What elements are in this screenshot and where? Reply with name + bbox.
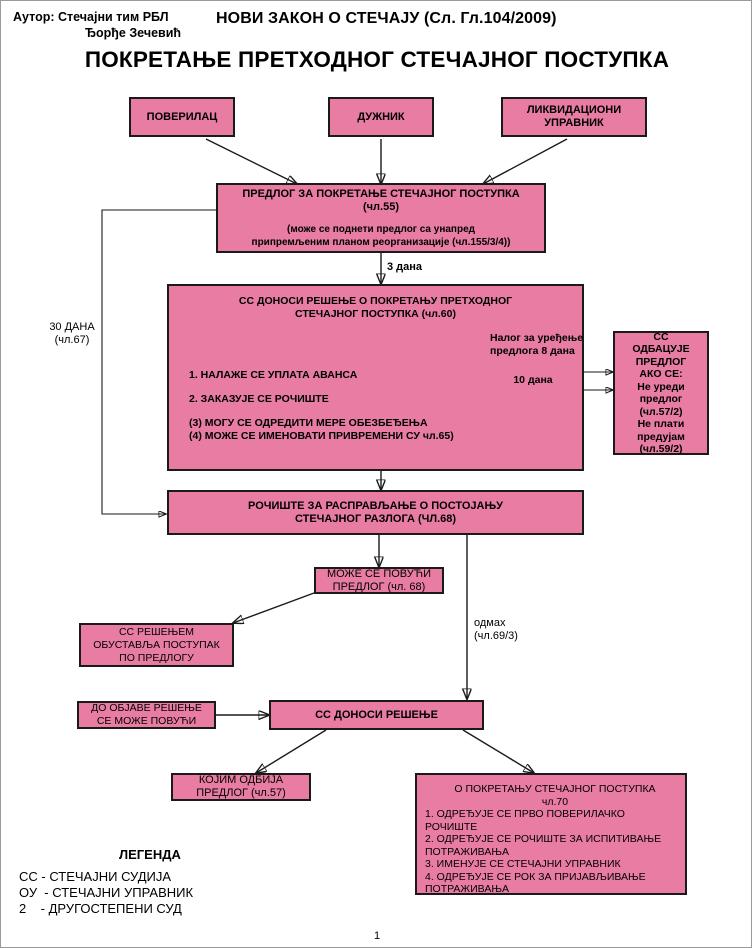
- suspend-line-3: ПО ПРЕДЛОГУ: [119, 651, 194, 664]
- author-credit: Аутор: Стечајни тим РБЛ Ђорђе Зечевић: [13, 9, 243, 41]
- node-proposal-rejected[interactable]: СС ОДБАЦУЈЕ ПРЕДЛОГ АКО СЕ: Не уреди пре…: [613, 331, 709, 455]
- withdraw-line-1: МОЖЕ СЕ ПОВУЋИ: [326, 567, 432, 580]
- suspend-line-1: СС РЕШЕЊЕМ: [118, 625, 195, 638]
- node-creditor-label: ПОВЕРИЛАЦ: [146, 110, 218, 123]
- hearing-line-2: СТЕЧАЈНОГ РАЗЛОГА (ЧЛ.68): [294, 512, 457, 525]
- legend-entries: СС - СТЕЧАЈНИ СУДИЈА ОУ - СТЕЧАЈНИ УПРАВ…: [19, 869, 194, 916]
- dismiss-line-2: ПРЕДЛОГ (чл.57): [196, 787, 286, 799]
- decision-note-line-3: 10 дана: [513, 374, 553, 386]
- node-hearing-on-bankruptcy-reason[interactable]: РОЧИШТЕ ЗА РАСПРАВЉАЊЕ О ПОСТОЈАЊУ СТЕЧА…: [167, 490, 584, 535]
- node-dismiss-proposal[interactable]: КОЈИМ ОДБИЈА ПРЕДЛОГ (чл.57): [171, 773, 311, 801]
- page-title: ПОКРЕТАЊЕ ПРЕТХОДНОГ СТЕЧАЈНОГ ПОСТУПКА: [84, 47, 670, 72]
- reject-line-5: Не уреди: [637, 380, 685, 393]
- hearing-line-1: РОЧИШТЕ ЗА РАСПРАВЉАЊЕ О ПОСТОЈАЊУ: [248, 499, 503, 512]
- decision-item-1: 1. НАЛАЖЕ СЕ УПЛАТА АВАНСА: [189, 369, 358, 381]
- author-line-2: Ђорђе Зечевић: [84, 26, 182, 40]
- reject-line-6: предлог: [639, 393, 683, 405]
- reject-line-10: (чл.59/2): [639, 443, 683, 455]
- decision-item-4: (4) МОЖЕ СЕ ИМЕНОВАТИ ПРИВРЕМЕНИ СУ чл.6…: [189, 430, 454, 442]
- decision-note-line-2: предлога 8 дана: [490, 345, 575, 357]
- node-liquidator-line-1: ЛИКВИДАЦИОНИ: [526, 104, 622, 116]
- ruling-label: СС ДОНОСИ РЕШЕЊЕ: [315, 708, 438, 721]
- edge-label-thirty-days-line-2: (чл.67): [54, 334, 90, 346]
- open-item-4a: 4. ОДРЕЂУЈЕ СЕ РОК ЗА ПРИЈАВЉИВАЊЕ: [425, 870, 646, 883]
- proposal-line-1: ПРЕДЛОГ ЗА ПОКРЕТАЊЕ СТЕЧАЈНОГ ПОСТУПКА: [242, 187, 520, 200]
- open-item-3: 3. ИМЕНУЈЕ СЕ СТЕЧАЈНИ УПРАВНИК: [425, 858, 621, 870]
- reject-line-4: АКО СЕ:: [639, 368, 683, 380]
- open-title-line-1: О ПОКРЕТАЊУ СТЕЧАЈНОГ ПОСТУПКА: [454, 783, 656, 795]
- withdraw-line-2: ПРЕДЛОГ (чл. 68): [332, 580, 426, 593]
- reject-line-9: предујам: [637, 430, 685, 443]
- node-liquidation-administrator[interactable]: ЛИКВИДАЦИОНИ УПРАВНИК: [501, 97, 647, 137]
- node-court-issues-ruling[interactable]: СС ДОНОСИ РЕШЕЊЕ: [269, 700, 484, 730]
- page-number: 1: [373, 930, 381, 942]
- proposal-line-2: (чл.55): [363, 200, 399, 213]
- legend-title: ЛЕГЕНДА: [119, 847, 181, 862]
- edge-label-three-days: 3 дана: [387, 261, 423, 273]
- decision-items: 1. НАЛАЖЕ СЕ УПЛАТА АВАНСА 2. ЗАКАЗУЈЕ С…: [189, 369, 489, 443]
- open-item-1b: РОЧИШТЕ: [425, 820, 478, 833]
- reject-line-3: ПРЕДЛОГ: [635, 355, 687, 368]
- law-reference: НОВИ ЗАКОН О СТЕЧАЈУ (Сл. Гл.104/2009): [216, 10, 557, 27]
- until-publish-line-2: СЕ МОЖЕ ПОВУЋИ: [96, 715, 197, 727]
- edge-label-thirty-days-line-1: 30 ДАНА: [49, 321, 95, 333]
- proposal-line-3: (може се поднети предлог са унапред: [286, 223, 475, 235]
- node-debtor[interactable]: ДУЖНИК: [328, 97, 434, 137]
- open-item-2b: ПОТРАЖИВАЊА: [425, 845, 509, 858]
- suspend-line-2: ОБУСТАВЉА ПОСТУПАК: [93, 638, 220, 651]
- reject-line-1: СС: [653, 330, 669, 343]
- author-line-1: Аутор: Стечајни тим РБЛ: [13, 10, 169, 24]
- dismiss-line-1: КОЈИМ ОДБИЈА: [198, 774, 284, 786]
- node-withdraw-until-publication[interactable]: ДО ОБЈАВЕ РЕШЕЊЕ СЕ МОЖЕ ПОВУЋИ: [77, 701, 216, 729]
- node-creditor[interactable]: ПОВЕРИЛАЦ: [129, 97, 235, 137]
- reject-line-7: (чл.57/2): [639, 405, 683, 418]
- node-suspend-proceedings[interactable]: СС РЕШЕЊЕМ ОБУСТАВЉА ПОСТУПАК ПО ПРЕДЛОГ…: [79, 623, 234, 667]
- node-debtor-label: ДУЖНИК: [357, 110, 405, 123]
- decision-note-line-1: Налог за уређење: [490, 332, 584, 344]
- decision-title-line-2: СТЕЧАЈНОГ ПОСТУПКА (чл.60): [295, 308, 456, 320]
- open-title-line-2: чл.70: [541, 795, 569, 808]
- open-item-1a: 1. ОДРЕЂУЈЕ СЕ ПРВО ПОВЕРИЛАЧКО: [425, 808, 625, 820]
- node-preliminary-proceedings-decision[interactable]: СС ДОНОСИ РЕШЕЊЕ О ПОКРЕТАЊУ ПРЕТХОДНОГ …: [167, 284, 584, 471]
- proposal-line-4: припремљеним планом реорганизације (чл.1…: [251, 236, 511, 248]
- node-liquidator-line-2: УПРАВНИК: [544, 117, 604, 129]
- decision-title-line-1: СС ДОНОСИ РЕШЕЊЕ О ПОКРЕТАЊУ ПРЕТХОДНОГ: [238, 295, 513, 307]
- reject-line-2: ОДБАЦУЈЕ: [632, 343, 690, 355]
- edge-label-immediately-line-1: одмах: [474, 617, 506, 629]
- edge-label-immediately-line-2: (чл.69/3): [474, 630, 518, 642]
- open-item-2a: 2. ОДРЕЂУЈЕ СЕ РОЧИШТЕ ЗА ИСПИТИВАЊЕ: [425, 833, 662, 845]
- node-withdraw-proposal[interactable]: МОЖЕ СЕ ПОВУЋИ ПРЕДЛОГ (чл. 68): [314, 567, 444, 594]
- reject-line-8: Не плати: [637, 418, 685, 430]
- until-publish-line-1: ДО ОБЈАВЕ РЕШЕЊЕ: [91, 702, 202, 714]
- proposal-spacer: [218, 214, 544, 223]
- node-open-bankruptcy-proceedings[interactable]: О ПОКРЕТАЊУ СТЕЧАЈНОГ ПОСТУПКА чл.70 1. …: [415, 773, 687, 895]
- decision-item-3: (3) МОГУ СЕ ОДРЕДИТИ МЕРЕ ОБЕЗБЕЂЕЊА: [189, 417, 428, 429]
- open-item-4b: ПОТРАЖИВАЊА: [425, 883, 509, 895]
- node-bankruptcy-proposal[interactable]: ПРЕДЛОГ ЗА ПОКРЕТАЊЕ СТЕЧАЈНОГ ПОСТУПКА …: [216, 183, 546, 253]
- decision-item-2: 2. ЗАКАЗУЈЕ СЕ РОЧИШТЕ: [189, 393, 329, 405]
